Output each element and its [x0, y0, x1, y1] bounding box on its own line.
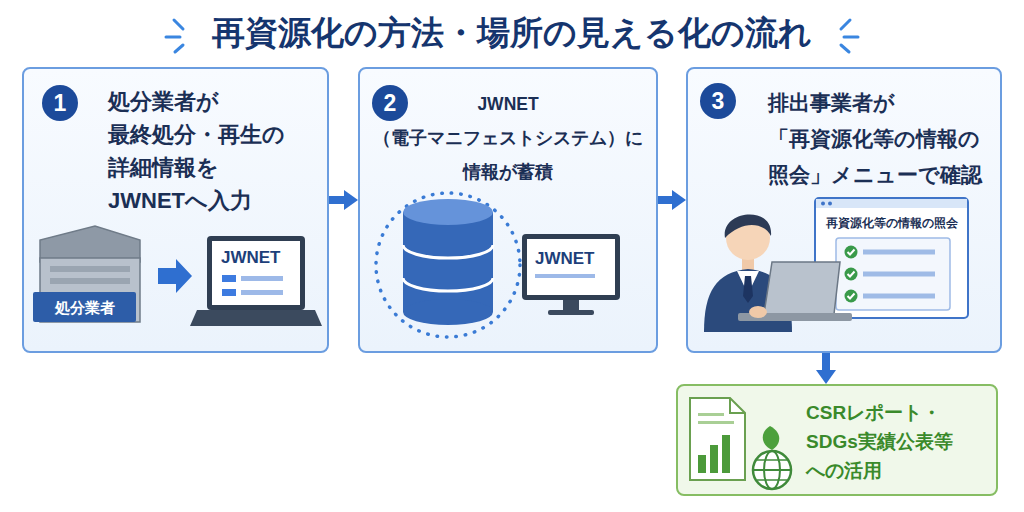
flow-arrow	[658, 196, 672, 204]
step-number: 1	[42, 85, 78, 121]
result-text: CSRレポート・ SDGs実績公表等 への活用	[806, 398, 978, 485]
sparkle-stroke	[175, 45, 183, 52]
flow-arrow	[822, 353, 830, 370]
sparkle-stroke	[841, 45, 849, 52]
diagram-title: 再資源化の方法・場所の見える化の流れ	[0, 12, 1024, 54]
flow-arrow	[329, 196, 344, 204]
step-text: 処分業者が 最終処分・再生の 詳細情報を JWNETへ入力	[108, 85, 308, 217]
step-panel: 3 排出事業者が 「再資源化等の情報の 照会」メニューで確認	[686, 67, 1002, 353]
illustration-label: 処分業者	[33, 297, 136, 318]
step-number-text: 2	[372, 85, 408, 121]
number-circle-shape	[42, 85, 78, 121]
illustration-label: JWNET	[221, 246, 299, 269]
step-number: 3	[700, 83, 736, 119]
step-number-text: 1	[42, 85, 78, 121]
number-circle-shape	[372, 85, 408, 121]
illustration-label: 再資源化等の情報の照会	[817, 215, 966, 233]
step-number: 2	[372, 85, 408, 121]
sparkle-stroke	[174, 20, 183, 29]
illustration-label: JWNET	[535, 247, 613, 270]
number-circle-shape	[700, 83, 736, 119]
step-text: JWNET （電子マニフェストシステム）に 情報が蓄積	[370, 87, 646, 189]
sparkle-stroke	[844, 36, 858, 39]
step-text: 排出事業者が 「再資源化等の情報の 照会」メニューで確認	[768, 85, 990, 193]
sparkle-stroke	[841, 20, 850, 29]
step-number-text: 3	[700, 83, 736, 119]
step-panel: 2JWNET （電子マニフェストシステム）に 情報が蓄積	[358, 67, 658, 353]
result-box: CSRレポート・ SDGs実績公表等 への活用	[676, 384, 998, 496]
sparkle-stroke	[166, 36, 180, 39]
